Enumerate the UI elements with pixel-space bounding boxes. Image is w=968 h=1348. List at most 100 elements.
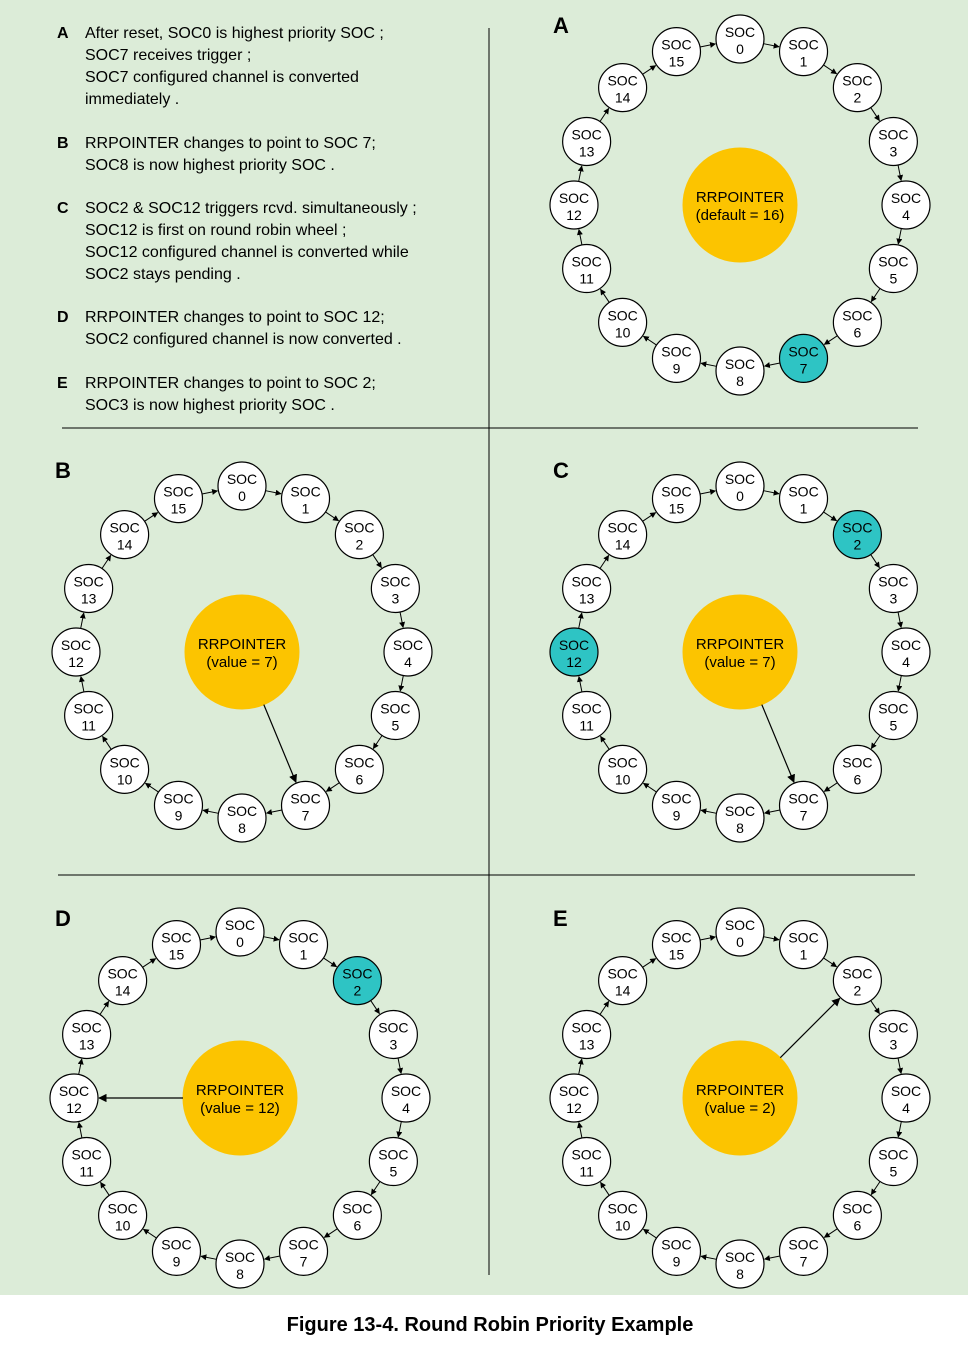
ring-arrow [76,1121,83,1139]
soc-node-circle [715,1239,765,1289]
soc-node-label: SOC [891,1083,921,1099]
soc-node-circle [217,461,267,511]
ring-arrow [577,1058,584,1075]
description-c-line: SOC2 stays pending . [85,266,241,283]
soc-node-number: 5 [889,271,897,287]
soc-node-number: 0 [736,488,744,504]
ring-arrow [142,1228,157,1239]
description-d-line: SOC2 configured channel is now converted… [85,331,402,348]
soc-node-circle [868,1009,918,1060]
soc-node-circle [332,1190,382,1240]
soc-node-circle [278,920,329,970]
soc-node-number: 7 [800,1253,808,1269]
ring-arrow [600,1181,610,1196]
soc-node-label: SOC [842,73,872,89]
soc-node-circle [868,116,918,167]
soc-node-label: SOC [842,307,872,323]
soc-node-label: SOC [661,1236,691,1252]
soc-node-7: SOC7 [778,780,829,830]
soc-node-circle [98,956,148,1006]
description-c-line: SOC12 configured channel is converted wh… [85,244,409,261]
ring-arrow [870,735,881,750]
soc-node-label: SOC [344,754,374,770]
soc-node-label: SOC [107,966,137,982]
soc-node-number: 8 [736,1266,744,1282]
soc-node-label: SOC [607,520,637,536]
soc-node-1: SOC1 [278,920,329,970]
soc-node-2: SOC2 [832,956,882,1006]
soc-node-label: SOC [559,637,589,653]
soc-node-label: SOC [559,1083,589,1099]
soc-node-number: 4 [402,1100,410,1116]
soc-node-0: SOC0 [217,461,267,511]
soc-node-circle [778,27,829,77]
rrpointer-value: (value = 2) [704,1100,775,1117]
ring-arrow [265,809,283,816]
soc-node-12: SOC12 [549,1073,599,1123]
ring-arrow [78,675,85,693]
soc-node-label: SOC [607,754,637,770]
ring-arrow [700,808,717,815]
ring-arrow [200,1254,217,1261]
ring-arrow [823,335,838,345]
ring-arrow [599,554,610,569]
soc-node-label: SOC [290,484,320,500]
soc-node-number: 7 [302,807,310,823]
soc-node-label: SOC [71,1147,101,1163]
ring-arrow [897,1057,904,1075]
soc-node-circle [562,690,612,741]
soc-node-circle [370,690,420,741]
soc-node-label: SOC [891,637,921,653]
soc-node-circle [278,1226,329,1276]
soc-node-number: 15 [669,501,685,517]
soc-node-8: SOC8 [715,1239,765,1289]
soc-node-number: 7 [800,360,808,376]
soc-node-circle [651,920,702,970]
soc-node-circle [549,180,599,230]
ring-arrow [142,958,157,968]
soc-node-number: 13 [79,1036,95,1052]
soc-node-label: SOC [342,1200,372,1216]
soc-node-label: SOC [161,930,191,946]
panel-letter: A [553,13,569,38]
soc-node-label: SOC [163,484,193,500]
ring-arrow [896,675,903,692]
ring-arrow [763,42,780,49]
soc-node-number: 10 [615,771,631,787]
soc-node-circle [598,297,648,347]
soc-node-label: SOC [571,1147,601,1163]
soc-node-circle [151,1226,202,1276]
ring-arrow [599,1000,610,1015]
description-b-line: SOC8 is now highest priority SOC . [85,157,335,174]
panel-letter: D [55,906,71,931]
soc-node-number: 3 [889,590,897,606]
soc-node-label: SOC [842,1200,872,1216]
soc-node-number: 1 [302,501,310,517]
soc-node-label: SOC [661,343,691,359]
soc-node-number: 3 [389,1036,397,1052]
soc-node-label: SOC [59,1083,89,1099]
soc-node-label: SOC [788,37,818,53]
soc-node-number: 6 [853,1217,861,1233]
soc-node-8: SOC8 [715,346,765,396]
soc-node-label: SOC [878,573,908,589]
soc-node-label: SOC [107,1200,137,1216]
rrpointer-label: RRPOINTER [696,636,785,653]
soc-node-circle [64,690,114,741]
ring-arrow [325,782,340,792]
soc-node-number: 11 [579,718,594,734]
soc-node-circle [153,474,204,524]
soc-node-number: 15 [171,501,187,517]
ring-arrow [144,512,159,522]
soc-node-7: SOC7 [278,1226,329,1276]
